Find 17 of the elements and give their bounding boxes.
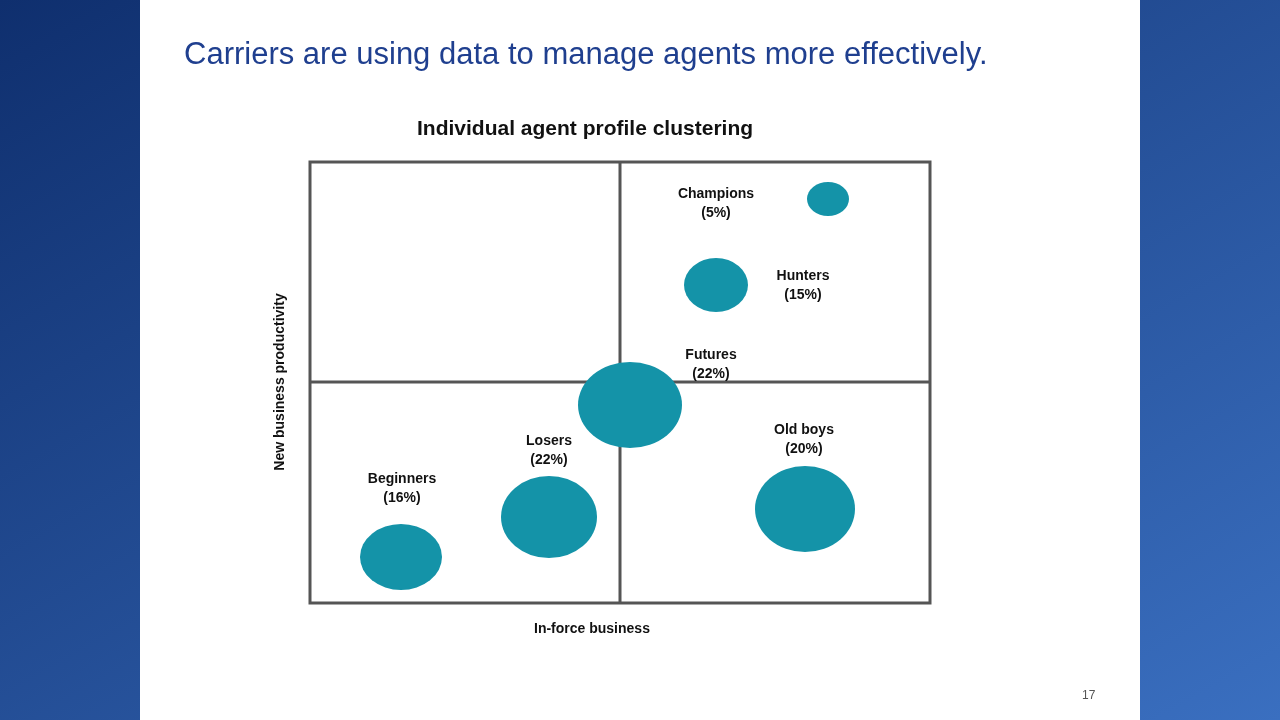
cluster-label: Losers (22%)	[525, 431, 573, 469]
cluster-bubble	[684, 258, 748, 312]
page-number: 17	[1082, 688, 1096, 702]
cluster-bubble	[501, 476, 597, 558]
cluster-label: Old boys (20%)	[773, 420, 835, 458]
cluster-label: Champions (5%)	[676, 184, 756, 222]
cluster-label: Futures (22%)	[684, 345, 738, 383]
chart-title: Individual agent profile clustering	[417, 116, 754, 140]
cluster-label: Hunters (15%)	[775, 266, 831, 304]
slide-title: Carriers are using data to manage agents more effectively.	[184, 36, 988, 72]
cluster-bubble	[360, 524, 442, 590]
x-axis-label: In-force business	[534, 620, 650, 636]
cluster-bubble	[807, 182, 849, 216]
cluster-label: Beginners (16%)	[366, 469, 438, 507]
cluster-bubble	[578, 362, 682, 448]
cluster-bubble	[755, 466, 855, 552]
y-axis-label: New business productivity	[271, 293, 287, 471]
